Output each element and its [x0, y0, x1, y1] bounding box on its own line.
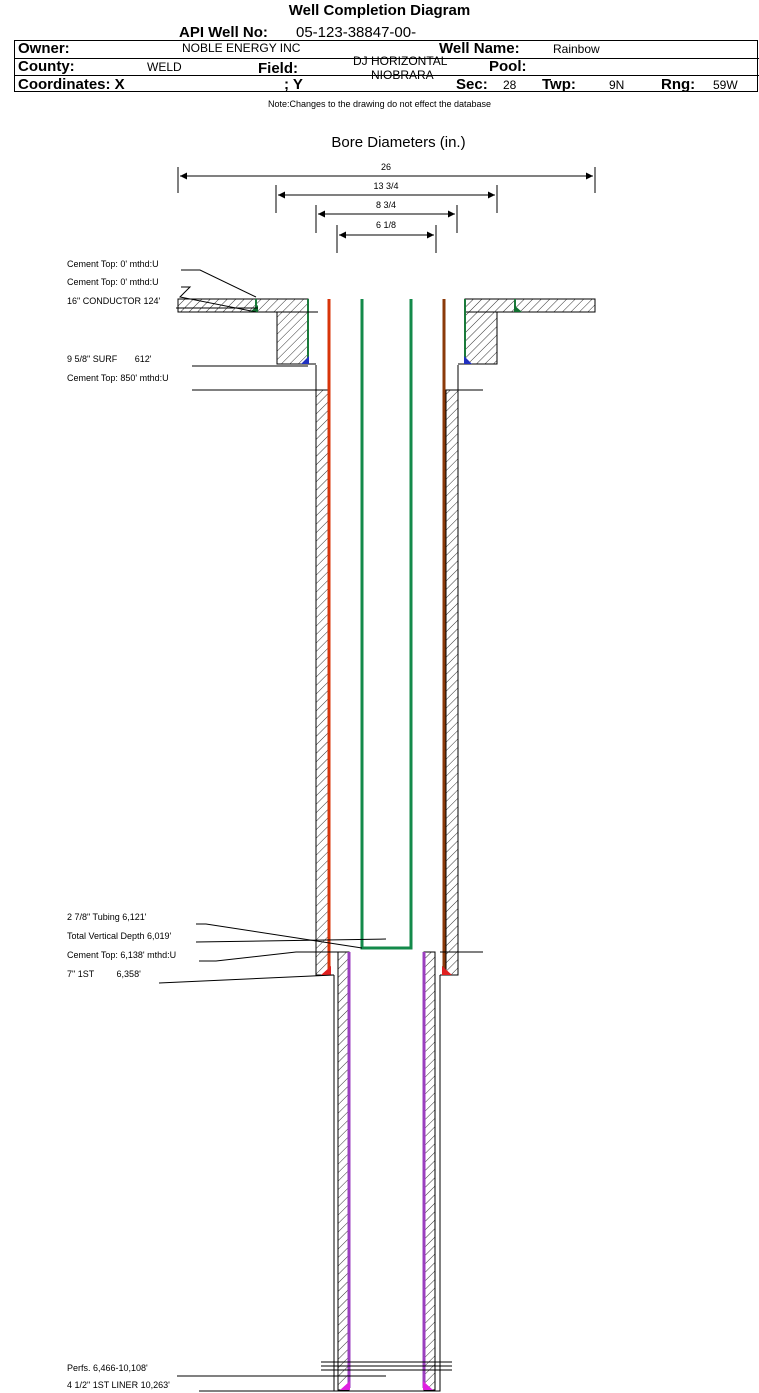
- total-vertical-depth-label: Total Vertical Depth 6,019': [67, 931, 172, 941]
- well-name-value: Rainbow: [553, 42, 600, 56]
- page-title: Well Completion Diagram: [288, 2, 471, 19]
- label-leaders: [158, 269, 387, 1392]
- casing-shoes: [250, 305, 522, 1390]
- tubing: [360, 299, 413, 950]
- coordinates-y-label: ; Y: [284, 76, 303, 93]
- liner-label: 4 1/2" 1ST LINER 10,263': [67, 1380, 170, 1390]
- pool-label: Pool:: [489, 58, 527, 75]
- perforations-label: Perfs. 6,466-10,108': [67, 1363, 148, 1373]
- coordinates-label: Coordinates: X: [18, 76, 125, 93]
- cement-top-label-1: Cement Top: 0' mthd:U: [67, 259, 159, 269]
- cement-top-label-4: Cement Top: 6,138' mthd:U: [67, 950, 176, 960]
- api-well-value: 05-123-38847-00-: [296, 24, 417, 41]
- first-string-cement: [308, 363, 465, 976]
- bore-diameter-8-3-4: 8 3/4: [376, 200, 396, 210]
- county-label: County:: [18, 58, 75, 75]
- rng-value: 59W: [713, 78, 738, 92]
- api-well-label: API Well No:: [179, 24, 268, 41]
- well-name-label: Well Name:: [439, 40, 520, 57]
- surface-casing-cement: [276, 311, 498, 365]
- header-row-divider-2: [14, 75, 759, 76]
- first-string-label: 7" 1ST 6,358': [67, 969, 141, 979]
- first-string-casing: [327, 299, 446, 975]
- cement-top-label-2: Cement Top: 0' mthd:U: [67, 277, 159, 287]
- sec-label: Sec:: [456, 76, 488, 93]
- twp-value: 9N: [609, 78, 625, 92]
- field-value-line2: NIOBRARA: [371, 68, 434, 82]
- surface-casing: [307, 299, 466, 364]
- bore-diameter-6-1-8: 6 1/8: [376, 220, 396, 230]
- depth-ticks: [296, 311, 483, 953]
- cement-top-label-3: Cement Top: 850' mthd:U: [67, 373, 169, 383]
- twp-label: Twp:: [542, 76, 576, 93]
- county-value: WELD: [147, 60, 182, 74]
- database-note: Note:Changes to the drawing do not effec…: [268, 99, 491, 109]
- header-table: [14, 40, 758, 92]
- owner-value: NOBLE ENERGY INC: [182, 41, 301, 55]
- conductor-label: 16" CONDUCTOR 124': [67, 296, 161, 306]
- header-row-divider-1: [14, 58, 759, 59]
- surface-casing-label: 9 5/8" SURF 612': [67, 354, 152, 364]
- tubing-label: 2 7/8" Tubing 6,121': [67, 912, 147, 922]
- owner-label: Owner:: [18, 40, 70, 57]
- field-label: Field:: [258, 60, 298, 77]
- rng-label: Rng:: [661, 76, 696, 93]
- bore-diameter-13-3-4: 13 3/4: [373, 181, 398, 191]
- liner-casing: [347, 952, 426, 1388]
- field-value-line1: DJ HORIZONTAL: [353, 54, 448, 68]
- perforations: [321, 1361, 452, 1371]
- bore-diameter-26: 26: [381, 162, 391, 172]
- bore-dimension-lines: [177, 167, 596, 253]
- bore-diameters-title: Bore Diameters (in.): [331, 134, 466, 151]
- sec-value: 28: [503, 78, 517, 92]
- conductor-cement: [177, 298, 596, 313]
